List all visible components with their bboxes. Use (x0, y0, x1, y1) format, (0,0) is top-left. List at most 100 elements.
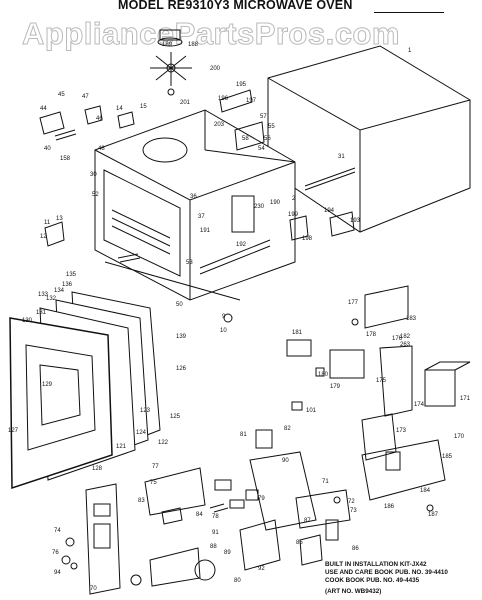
part-callout-127: 127 (8, 428, 19, 434)
part-callout-191: 191 (200, 228, 211, 234)
part-callout-195: 195 (236, 82, 247, 88)
part-callout-184: 184 (420, 488, 431, 494)
part-callout-179: 179 (330, 384, 341, 390)
part-callout-58: 58 (242, 136, 249, 142)
part-callout-134: 134 (54, 288, 65, 294)
part-callout-200: 200 (210, 66, 221, 72)
part-callout-45: 45 (58, 92, 65, 98)
part-callout-158: 158 (60, 156, 71, 162)
part-callout-175: 175 (376, 378, 387, 384)
stirrer-assembly (150, 29, 192, 96)
part-callout-171: 171 (460, 396, 471, 402)
part-callout-199: 199 (288, 212, 299, 218)
part-callout-70: 70 (90, 586, 97, 592)
callout-labels: 129 101 11 2 13 14 15 30 31 36 37 40 44 45 46 47 48 50 52 5… (8, 42, 471, 592)
part-callout-133: 133 (38, 292, 49, 298)
part-callout-37: 37 (198, 214, 205, 220)
part-callout-180: 180 (318, 372, 329, 378)
part-callout-187: 187 (428, 512, 439, 518)
door-assembly (9, 291, 161, 490)
diagram-title: MODEL RE9310Y3 MICROWAVE OVEN (118, 0, 353, 12)
part-callout-85: 85 (296, 540, 303, 546)
part-callout-82: 82 (284, 426, 291, 432)
small-parts (39, 89, 434, 570)
part-callout-48: 48 (98, 146, 105, 152)
part-callout-173: 173 (396, 428, 407, 434)
part-callout-182: 182 (400, 334, 411, 340)
part-callout-50: 50 (176, 302, 183, 308)
watermark: AppliancePartsPros.com (22, 16, 400, 52)
part-callout-263: 263 (400, 342, 411, 348)
part-callout-46: 46 (96, 116, 103, 122)
part-callout-126: 126 (176, 366, 187, 372)
part-callout-77: 77 (152, 464, 159, 470)
part-callout-47: 47 (82, 94, 89, 100)
part-callout-1: 1 (408, 48, 412, 54)
part-callout-230: 230 (254, 204, 265, 210)
part-callout-193: 193 (350, 218, 361, 224)
part-callout-197: 197 (246, 98, 257, 104)
part-callout-75: 75 (150, 480, 157, 486)
part-callout-188: 188 (188, 42, 199, 48)
part-callout-124: 124 (136, 430, 147, 436)
part-callout-71: 71 (322, 479, 329, 485)
part-callout-81: 81 (240, 432, 247, 438)
part-callout-125: 125 (170, 414, 181, 420)
part-callout-178: 178 (366, 332, 377, 338)
part-callout-174: 174 (414, 402, 425, 408)
part-callout-131: 131 (36, 310, 47, 316)
part-callout-36: 36 (190, 194, 197, 200)
part-callout-79: 79 (258, 496, 265, 502)
part-callout-31: 31 (338, 154, 345, 160)
part-callout-129: 129 (42, 382, 53, 388)
part-callout-30: 30 (90, 172, 97, 178)
part-callout-135: 135 (66, 272, 77, 278)
part-callout-130: 130 (22, 318, 33, 324)
part-callout-94: 94 (54, 570, 61, 576)
part-callout-185: 185 (442, 454, 453, 460)
part-callout-122: 122 (158, 440, 169, 446)
part-callout-186: 186 (384, 504, 395, 510)
part-callout-136: 136 (62, 282, 73, 288)
footer-line-2: USE AND CARE BOOK PUB. NO. 39-4410 (325, 569, 448, 576)
part-callout-78: 78 (212, 514, 219, 520)
part-callout-9: 9 (222, 314, 226, 320)
part-callout-53: 53 (186, 260, 193, 266)
part-callout-56: 56 (264, 136, 271, 142)
part-callout-40: 40 (44, 146, 51, 152)
part-callout-52: 52 (92, 192, 99, 198)
part-callout-183: 183 (406, 316, 417, 322)
part-callout-13: 13 (56, 216, 63, 222)
part-callout-177: 177 (348, 300, 359, 306)
part-callout-88: 88 (210, 544, 217, 550)
part-callout-2: 2 (292, 196, 296, 202)
part-callout-139: 139 (176, 334, 187, 340)
part-callout-84: 84 (196, 512, 203, 518)
part-callout-80: 80 (234, 578, 241, 584)
part-callout-86: 86 (352, 546, 359, 552)
circuit-boards (249, 429, 446, 566)
part-callout-121: 121 (116, 444, 127, 450)
part-callout-76: 76 (52, 550, 59, 556)
part-callout-176: 176 (392, 336, 403, 342)
part-callout-57: 57 (260, 114, 267, 120)
part-callout-198: 198 (302, 236, 313, 242)
part-callout-83: 83 (138, 498, 145, 504)
part-callout-14: 14 (116, 106, 123, 112)
title-underline (374, 12, 444, 13)
part-callout-74: 74 (54, 528, 61, 534)
magnetron-transformer (286, 285, 471, 461)
part-callout-170: 170 (454, 434, 465, 440)
part-callout-101: 101 (306, 408, 317, 414)
part-callout-181: 181 (292, 330, 303, 336)
part-callout-11: 11 (44, 220, 51, 226)
part-callout-189: 189 (162, 42, 173, 48)
part-callout-132: 132 (46, 296, 57, 302)
part-callout-55: 55 (268, 124, 275, 130)
part-callout-87: 87 (304, 518, 311, 524)
part-callout-15: 15 (140, 104, 147, 110)
part-callout-201: 201 (180, 100, 191, 106)
part-callout-90: 90 (282, 458, 289, 464)
part-callout-44: 44 (40, 106, 47, 112)
